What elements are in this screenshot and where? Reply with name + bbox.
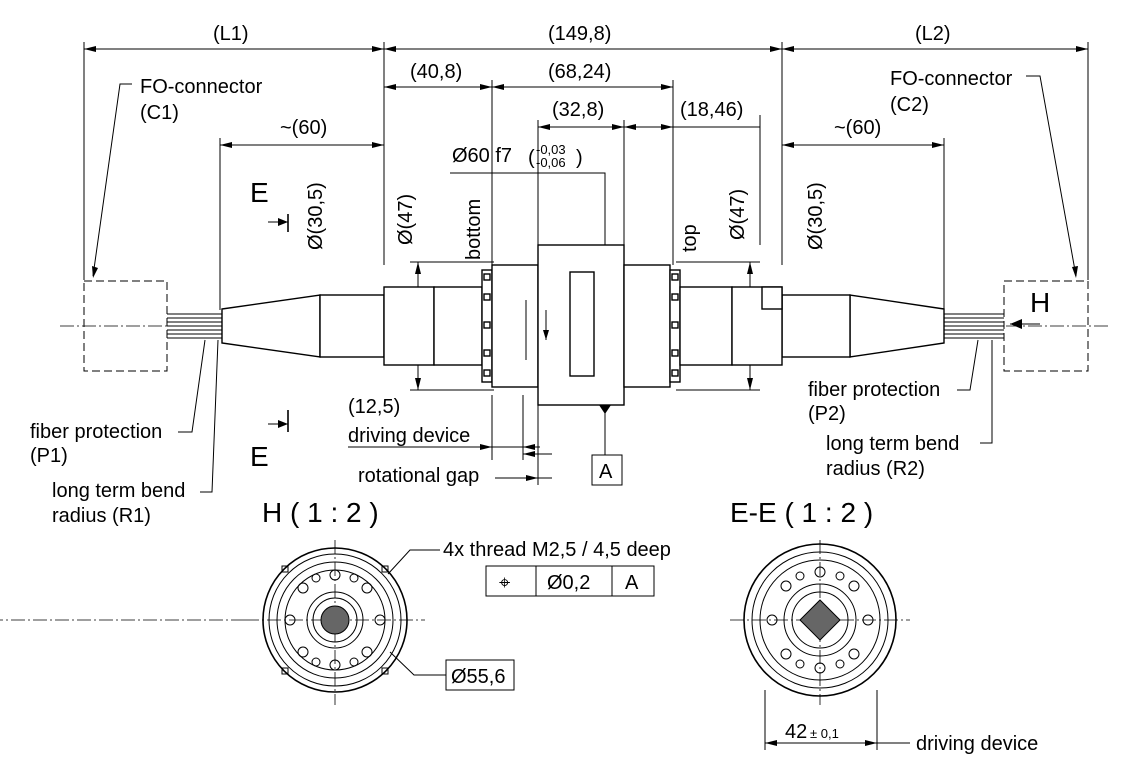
dim-42: 42 [785,721,807,743]
dim-40: (40,8) [410,61,462,83]
view-ee [730,540,910,750]
dim-60-left: ~(60) [280,117,327,139]
label-bottom: bottom [463,199,485,260]
tolerance-datum: A [625,572,639,594]
dim-l2: (L2) [915,23,951,45]
dim-dia47-right: Ø(47) [727,189,749,240]
label-driving-device-2: driving device [916,733,1038,755]
dim-dia30-right: Ø(30,5) [805,182,827,250]
tol-paren-right: ) [576,147,583,169]
label-rotational-gap: rotational gap [358,465,479,487]
bend-right-label-1: long term bend [826,433,959,455]
dim-dia60: Ø60 f7 [452,145,512,167]
section-e-top: E [250,177,269,208]
fiber-bundle-left [167,313,222,339]
fiber-protection-right-label: fiber protection [808,379,940,401]
p1-label: (P1) [30,445,68,467]
view-ee-title: E-E ( 1 : 2 ) [730,497,873,528]
thread-note: 4x thread M2,5 / 4,5 deep [443,539,671,561]
bend-right-label-2: radius (R2) [826,458,925,480]
tol-paren-left: ( [528,147,535,169]
dim-60-right: ~(60) [834,117,881,139]
diameter-box [445,659,515,691]
dim-dia30-left: Ø(30,5) [305,182,327,250]
dim-12: (12,5) [348,396,400,418]
dimension-texts: (L1) (149,8) (L2) (40,8) (68,24) (32,8) … [213,23,951,487]
dim-dia55: Ø55,6 [451,666,505,688]
dim-total: (149,8) [548,23,611,45]
tol-lower: -0,06 [536,155,566,170]
side-view [60,75,1110,493]
dim-32: (32,8) [552,99,604,121]
position-tolerance-icon: ⌖ [499,572,510,594]
fiber-protection-left [221,294,321,358]
fo-connector-right-label: FO-connector [890,68,1013,90]
dim-l1: (L1) [213,23,249,45]
fiber-bundle-right [944,313,1004,339]
dim-68: (68,24) [548,61,611,83]
datum-box [591,454,623,486]
fiber-protection-right [849,294,945,358]
label-driving-device-1: driving device [348,425,470,447]
p2-label: (P2) [808,403,846,425]
datum-label: A [599,461,613,483]
dim-42-tol: ± 0,1 [810,726,839,741]
view-h [0,540,655,705]
annotation-texts: FO-connector (C1) FO-connector (C2) E E … [30,68,1050,755]
dim-18: (18,46) [680,99,743,121]
bend-left-label-2: radius (R1) [52,505,151,527]
fo-connector-left-label: FO-connector [140,76,263,98]
dim-dia47-left: Ø(47) [395,194,417,245]
fiber-protection-left-label: fiber protection [30,421,162,443]
c2-label: (C2) [890,94,929,116]
bend-left-label-1: long term bend [52,480,185,502]
tol-upper: -0,03 [536,142,566,157]
view-h-marker: H [1030,287,1050,318]
view-h-title: H ( 1 : 2 ) [262,497,379,528]
label-top: top [679,224,701,252]
section-e-bottom: E [250,441,269,472]
tolerance-frame [485,565,655,597]
dimension-lines [83,42,1089,485]
tolerance-value: Ø0,2 [547,572,590,594]
c1-label: (C1) [140,102,179,124]
